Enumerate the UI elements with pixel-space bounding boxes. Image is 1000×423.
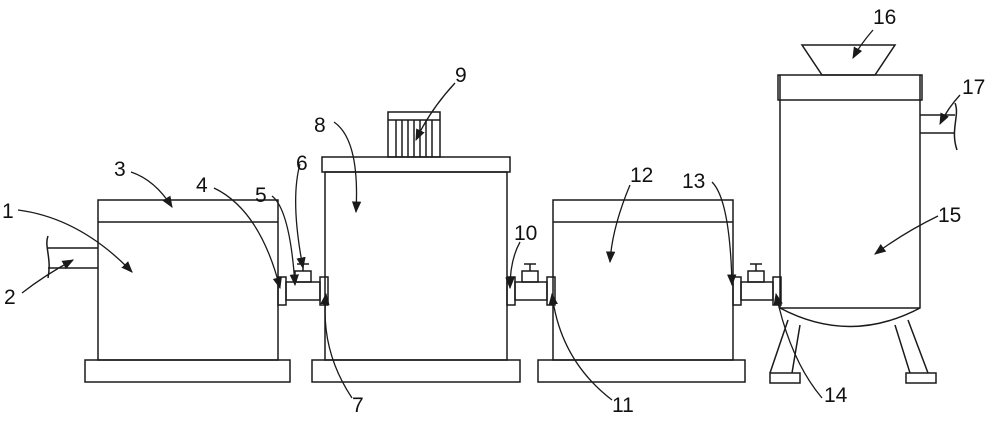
label-12: 12 [630, 164, 653, 187]
leader-5 [271, 195, 299, 287]
tank-8-base [311, 359, 521, 383]
leg-right-b [907, 319, 929, 374]
label-8: 8 [314, 114, 326, 137]
label-2: 2 [4, 286, 16, 309]
leader-15 [874, 215, 939, 255]
valve-body-3 [747, 270, 765, 283]
tank-8-lid [321, 156, 511, 173]
label-16: 16 [873, 6, 896, 29]
tank-8 [311, 111, 521, 383]
valve-body-2 [521, 270, 539, 283]
tank-1-body [97, 199, 279, 361]
leader-3 [130, 171, 173, 208]
leader-1 [17, 209, 133, 273]
leader-12 [605, 184, 631, 264]
filter-9 [387, 111, 441, 158]
hopper-16 [800, 44, 897, 76]
label-5: 5 [255, 184, 267, 207]
flange-13 [732, 276, 742, 306]
label-10: 10 [514, 222, 537, 245]
label-11: 11 [612, 394, 634, 417]
label-4: 4 [196, 174, 208, 197]
flange-10 [506, 276, 516, 306]
outlet-pipe-17 [920, 102, 958, 151]
leader-lines [17, 29, 961, 401]
pipe-section-2 [514, 281, 548, 301]
leg-right-a [894, 324, 911, 374]
leader-11 [548, 292, 613, 401]
leader-8 [333, 121, 362, 214]
flange-11 [546, 276, 556, 306]
label-3: 3 [114, 158, 126, 181]
foot-left [769, 372, 801, 384]
label-15: 15 [938, 204, 961, 227]
leader-7 [320, 292, 353, 399]
leader-16 [852, 29, 874, 60]
label-14: 14 [824, 384, 848, 407]
tank-12-base [537, 359, 746, 383]
label-7: 7 [352, 394, 364, 417]
tank-15-lid [777, 74, 923, 101]
flange-7 [319, 276, 329, 306]
label-1: 1 [2, 200, 14, 223]
tank-15 [769, 44, 958, 384]
tank-12 [537, 199, 746, 383]
tank-8-body [324, 171, 508, 361]
valve-body-6 [294, 270, 312, 283]
label-9: 9 [455, 64, 467, 87]
leader-2 [21, 259, 75, 294]
leader-13 [711, 181, 737, 287]
coupling-3 [732, 263, 782, 306]
label-13: 13 [682, 170, 705, 193]
leader-14 [773, 292, 823, 399]
inlet-pipe [46, 235, 98, 279]
flange-4 [277, 276, 287, 306]
leader-4 [213, 187, 282, 290]
leader-6 [295, 163, 306, 270]
leader-9 [415, 82, 456, 142]
leader-10 [505, 241, 521, 290]
leg-left-b [791, 324, 801, 374]
number-labels: 1 2 3 4 5 6 7 8 9 10 11 12 13 14 15 16 1… [2, 6, 985, 417]
coupling-2 [506, 263, 556, 306]
pipe-section-5 [285, 281, 321, 301]
foot-right [905, 372, 937, 384]
label-17: 17 [962, 76, 985, 99]
coupling-1 [277, 263, 329, 306]
tank-15-body [779, 75, 921, 328]
tank-1-base [84, 359, 291, 383]
leader-17 [939, 94, 961, 126]
pipe-section-3 [740, 281, 774, 301]
label-6: 6 [296, 152, 308, 175]
tank-12-body [552, 199, 734, 361]
tank-1 [84, 199, 291, 383]
